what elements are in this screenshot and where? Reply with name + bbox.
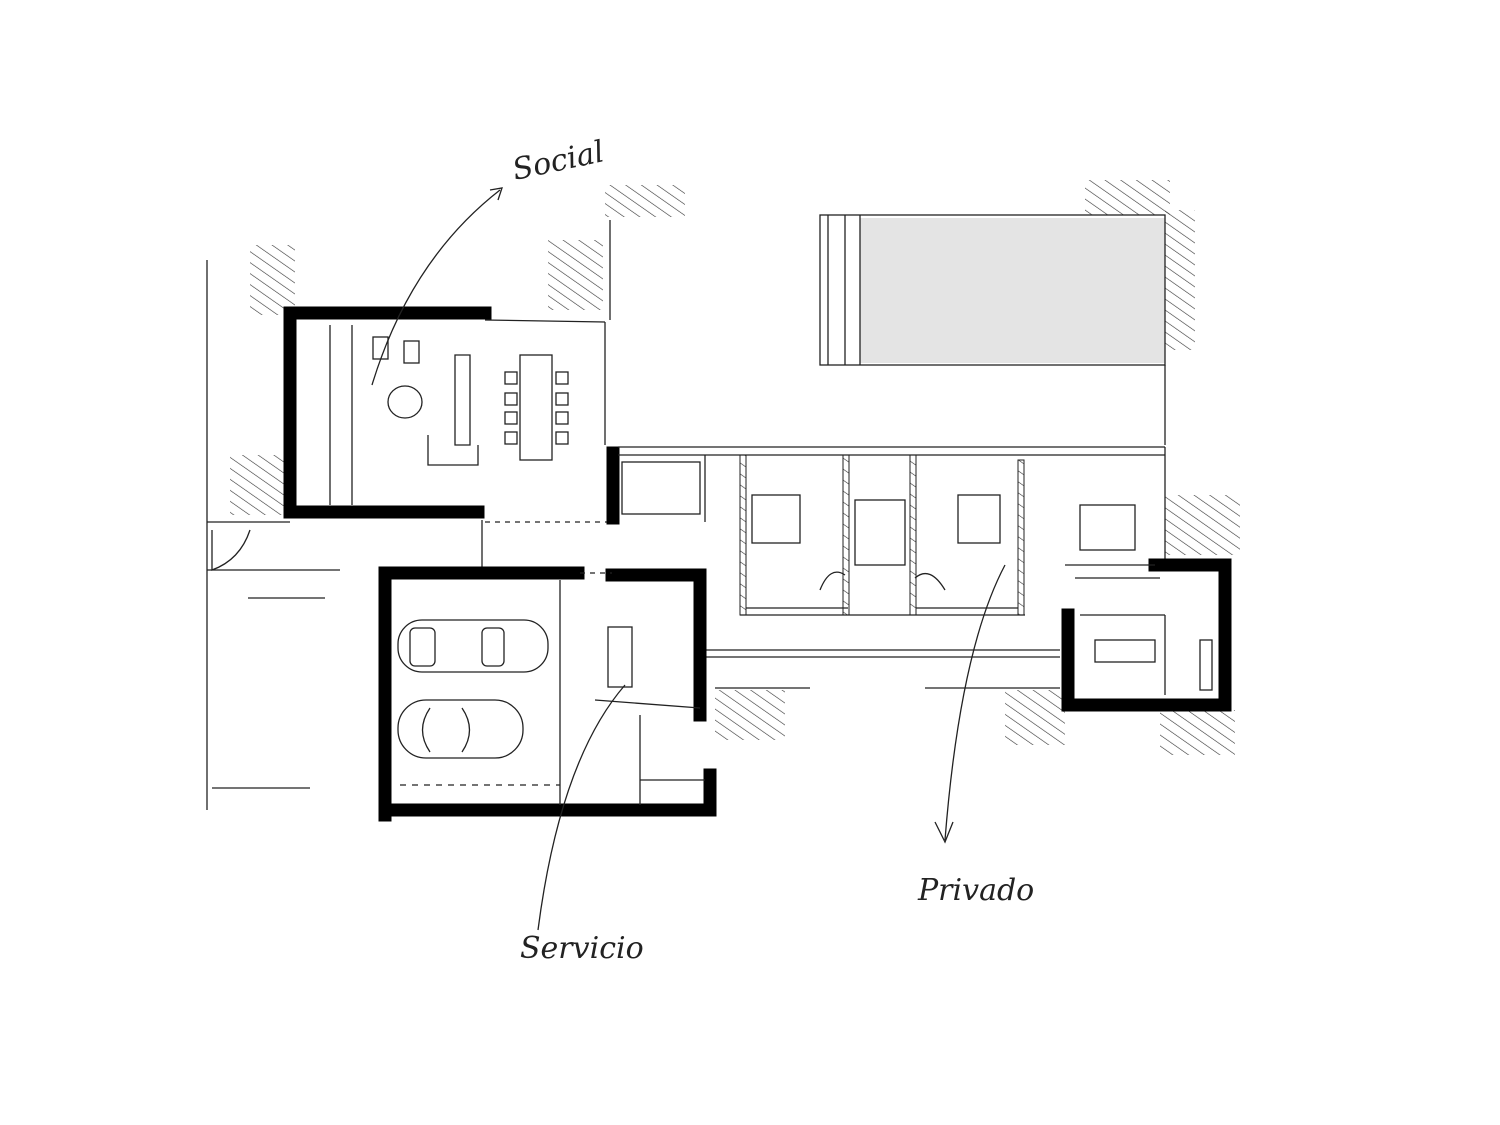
site-hatching: [230, 180, 1240, 755]
label-privado: Privado: [917, 873, 1034, 908]
label-social: Social: [509, 134, 607, 187]
service-block: [378, 566, 717, 822]
site-lines: [206, 220, 1060, 810]
annotation-arrows: [371, 187, 1006, 931]
social-block: [283, 306, 610, 568]
label-servicio: Servicio: [520, 931, 644, 966]
master-block: [1061, 558, 1232, 712]
pool: [819, 214, 1166, 445]
private-wing: [606, 446, 1166, 658]
